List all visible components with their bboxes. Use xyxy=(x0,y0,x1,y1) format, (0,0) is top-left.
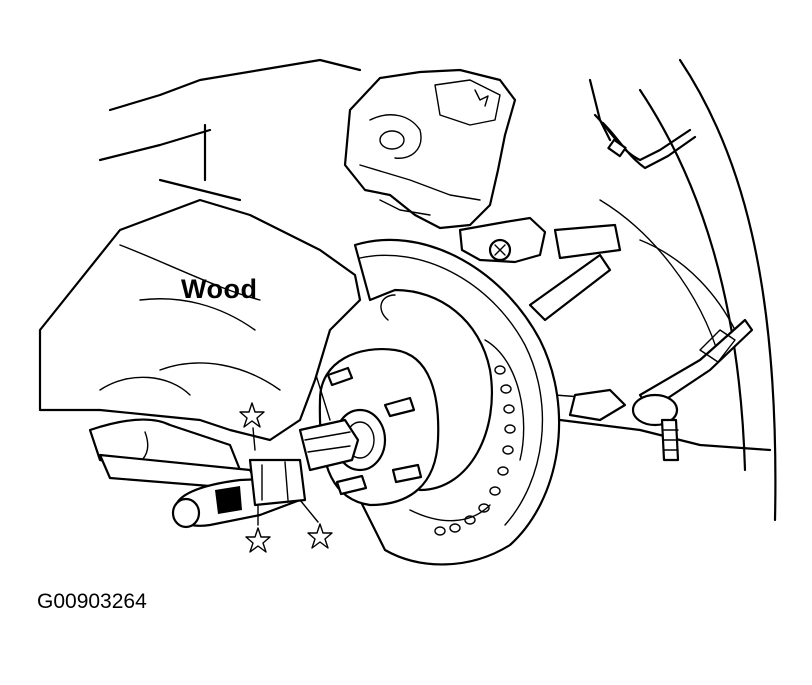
star-marker-icon xyxy=(245,527,271,553)
star-markers xyxy=(239,402,333,553)
strut-mount xyxy=(458,216,547,264)
star-marker-icon xyxy=(239,402,265,428)
figure-id: G00903264 xyxy=(37,590,147,613)
star-marker-icon xyxy=(307,523,333,549)
brake-rotor xyxy=(353,238,561,566)
brake-line xyxy=(593,113,697,170)
hand-and-arm xyxy=(38,198,362,480)
wood-drift xyxy=(298,418,360,472)
hammer xyxy=(98,453,307,529)
steering-knuckle xyxy=(343,68,517,230)
rotor-cooling-holes xyxy=(434,365,516,536)
wood-label: Wood xyxy=(181,274,258,304)
tie-rod-assembly xyxy=(528,223,754,462)
lug-studs xyxy=(326,366,423,496)
